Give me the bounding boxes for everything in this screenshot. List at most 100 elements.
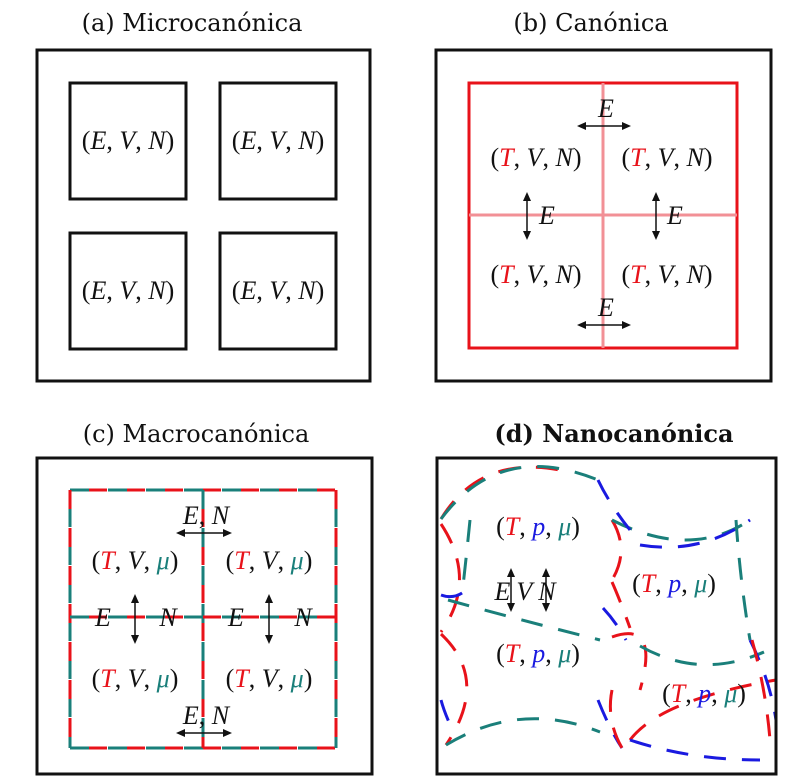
volume-label: V <box>516 577 535 606</box>
svg-text:(E, V, N): (E, V, N) <box>82 126 174 155</box>
temperature-label: T <box>499 143 515 172</box>
particles-label: N <box>686 260 706 289</box>
chemical-potential-label: μ <box>693 569 707 598</box>
volume-label: V <box>269 276 288 305</box>
volume-label: V <box>262 546 281 575</box>
particles-label: N <box>297 126 317 155</box>
chemical-potential-label: μ <box>290 664 304 693</box>
chemical-potential-label: μ <box>290 546 304 575</box>
energy-label: E <box>89 276 106 305</box>
particles-label: N <box>147 126 167 155</box>
particles-label: N <box>555 260 575 289</box>
energy-label: E <box>597 94 614 123</box>
system-box: (E, V, N) <box>68 81 188 201</box>
pressure-label: p <box>666 569 681 598</box>
energy-label: E <box>227 603 244 632</box>
energy-label: E <box>493 577 510 606</box>
system-curved-walls <box>439 465 778 762</box>
energy-exchange-arrow: E <box>577 94 631 130</box>
volume-label: V <box>119 276 138 305</box>
particles-label: N <box>158 603 178 632</box>
energy-label: E <box>89 126 106 155</box>
energy-label: E <box>239 126 256 155</box>
reservoir-border <box>35 456 374 776</box>
volume-label: V <box>527 143 546 172</box>
energy-label: E <box>182 501 199 530</box>
energy-label: E <box>538 201 555 230</box>
panel-nanocanonical: (d) Nanocanónica <box>435 419 778 776</box>
svg-text:E, N: E, N <box>182 701 231 730</box>
volume-label: V <box>128 664 147 693</box>
temperature-label: T <box>499 260 515 289</box>
pressure-label: p <box>696 679 711 708</box>
volume-label: V <box>128 546 147 575</box>
energy-label: E <box>182 701 199 730</box>
reservoir-border <box>435 456 778 776</box>
temperature-label: T <box>505 639 521 668</box>
system-label: (T, p, μ) <box>496 512 580 541</box>
energy-particle-exchange-arrow: E N <box>94 594 178 644</box>
panel-microcanonical: (a) Microcanónica (E, V, N) (E, V, N) (E… <box>35 9 372 383</box>
system-label: (T, V, μ) <box>92 546 179 575</box>
particles-label: N <box>211 701 231 730</box>
volume-label: V <box>527 260 546 289</box>
temperature-label: T <box>234 664 250 693</box>
energy-exchange-arrow: E <box>523 192 555 240</box>
panel-canonical: (b) Canónica (T, V, N) (T, V, N) (T, V, … <box>434 9 773 383</box>
system-label: (T, V, μ) <box>226 546 313 575</box>
particles-label: N <box>211 501 231 530</box>
panel-title: (d) Nanocanónica <box>494 419 733 448</box>
system-label: (T, V, N) <box>490 260 581 289</box>
particles-label: N <box>147 276 167 305</box>
particles-label: N <box>537 577 557 606</box>
pressure-label: p <box>530 512 545 541</box>
particles-label: N <box>293 603 313 632</box>
energy-label: E <box>666 201 683 230</box>
chemical-potential-label: μ <box>156 664 170 693</box>
reservoir-border <box>434 48 773 383</box>
temperature-label: T <box>630 143 646 172</box>
temperature-label: T <box>100 546 116 575</box>
energy-label: E <box>94 603 111 632</box>
panel-title: (b) Canónica <box>513 9 668 37</box>
system-box: (E, V, N) <box>68 231 188 351</box>
temperature-label: T <box>505 512 521 541</box>
energy-label: E <box>239 276 256 305</box>
reservoir-border <box>35 48 372 383</box>
panel-macrocanonical: (c) Macrocanónica (T, V, μ) (T, V, μ) (T… <box>35 420 374 776</box>
svg-text:(E, V, N): (E, V, N) <box>232 126 324 155</box>
temperature-label: T <box>641 569 657 598</box>
volume-label: V <box>269 126 288 155</box>
chemical-potential-label: μ <box>557 639 571 668</box>
svg-text:E, N: E, N <box>182 501 231 530</box>
energy-particle-exchange-arrow: E, N <box>176 501 232 537</box>
system-label: (T, V, N) <box>621 143 712 172</box>
particles-label: N <box>297 276 317 305</box>
system-label: (T, V, μ) <box>92 664 179 693</box>
chemical-potential-label: μ <box>557 512 571 541</box>
svg-text:EVN: EVN <box>493 577 557 606</box>
volume-label: V <box>119 126 138 155</box>
chemical-potential-label: μ <box>723 679 737 708</box>
particles-label: N <box>686 143 706 172</box>
temperature-label: T <box>100 664 116 693</box>
energy-particle-exchange-arrow: E N <box>227 594 313 644</box>
system-box: (E, V, N) <box>218 231 338 351</box>
system-label: (T, p, μ) <box>496 639 580 668</box>
energy-particle-exchange-arrow: E, N <box>176 701 232 737</box>
volume-label: V <box>658 260 677 289</box>
system-label: (T, V, N) <box>621 260 712 289</box>
chemical-potential-label: μ <box>156 546 170 575</box>
panel-title: (a) Microcanónica <box>82 9 303 37</box>
temperature-label: T <box>671 679 687 708</box>
volume-label: V <box>658 143 677 172</box>
system-label: (T, V, μ) <box>226 664 313 693</box>
svg-text:(E, V, N): (E, V, N) <box>82 276 174 305</box>
svg-text:(E, V, N): (E, V, N) <box>232 276 324 305</box>
temperature-label: T <box>234 546 250 575</box>
energy-exchange-arrow: E <box>652 192 683 240</box>
system-label: (T, p, μ) <box>662 679 746 708</box>
volume-label: V <box>262 664 281 693</box>
